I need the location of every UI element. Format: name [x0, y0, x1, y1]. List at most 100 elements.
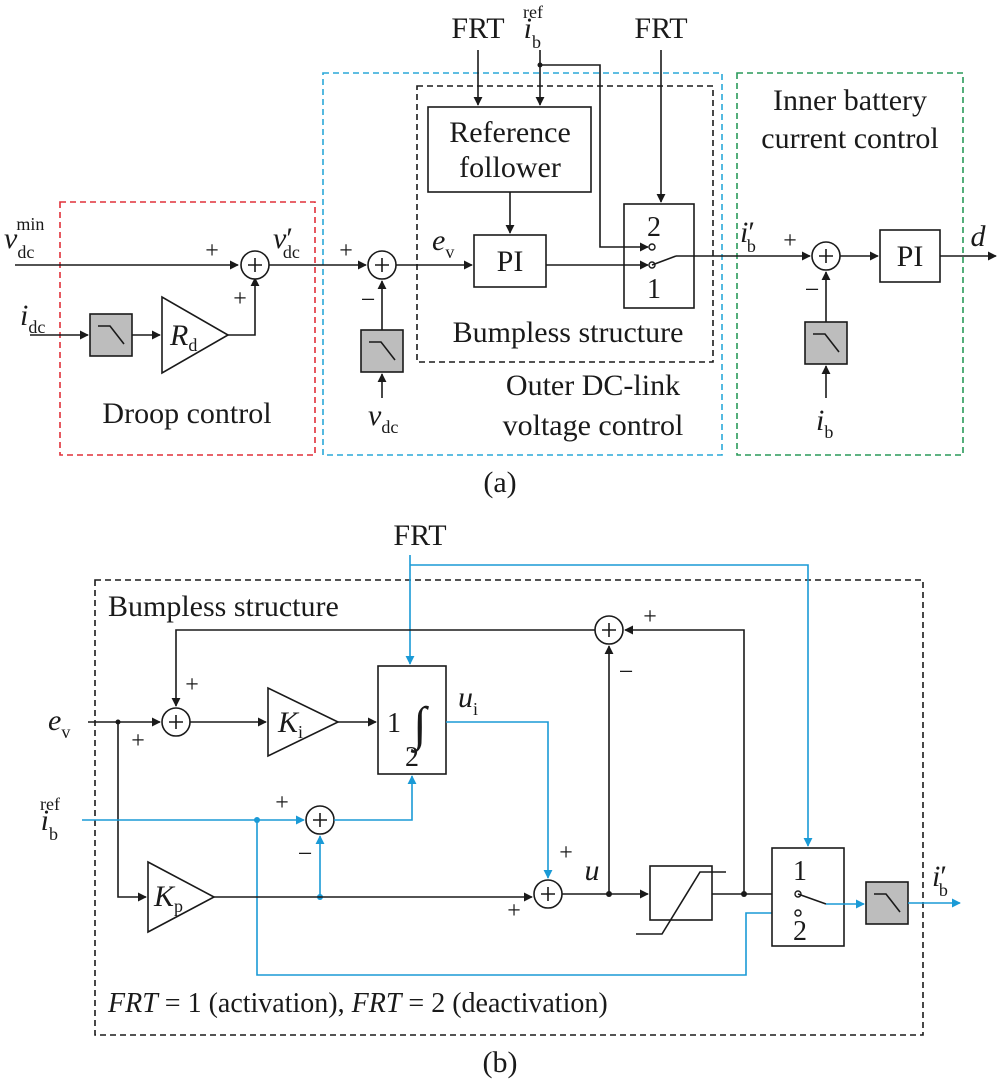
sum3-plus-left: +	[783, 228, 797, 254]
diagram-a: Droop control Outer DC-link voltage cont…	[4, 2, 997, 499]
ib-ref-label-a: ibref	[523, 2, 543, 52]
sum2-minus: −	[361, 285, 376, 314]
wire-frt-to-switch-b	[410, 564, 813, 847]
wire-ibref-to-switch-b	[256, 820, 794, 976]
outer-region-title-line2: voltage control	[503, 409, 684, 442]
wire-sumD-to-sumA	[171, 629, 595, 707]
switch-b-pos2: 2	[793, 916, 807, 947]
sumA-cross	[169, 715, 183, 729]
diagram-b: Bumpless structure FRT ev + + Ki 1 ∫ 2 u…	[40, 519, 961, 1079]
sumB-plus-left: +	[275, 790, 289, 816]
filter-glyph-b	[874, 893, 901, 913]
sum1-plus-left: +	[205, 238, 219, 264]
ib-prime-label-b: i′b	[932, 860, 948, 900]
integrator-in2: 2	[405, 742, 419, 773]
switch-b-contact2	[794, 909, 802, 917]
sumD-minus: −	[619, 657, 634, 686]
rd-label: Rd	[169, 319, 197, 355]
switch-a-pos1: 1	[647, 274, 661, 305]
ib-prime-label-a: i′b	[740, 216, 756, 256]
inner-region-title-line2: current control	[761, 122, 938, 155]
pi-inner-label: PI	[897, 240, 924, 273]
junction-ibref	[537, 62, 543, 68]
saturation-glyph	[636, 871, 726, 935]
idc-label: idc	[20, 299, 45, 337]
bumpless-region-b-border	[94, 579, 924, 1036]
integrator-in1: 1	[387, 708, 401, 739]
low-pass-filter-icon	[804, 321, 848, 365]
rd-gain-block	[161, 295, 230, 375]
frt-label-b: FRT	[393, 519, 446, 552]
outer-region-border	[322, 72, 723, 456]
low-pass-filter-icon	[89, 313, 133, 357]
switch-b-pos1: 1	[793, 856, 807, 887]
bumpless-region-border	[416, 85, 714, 363]
caption-b: (b)	[483, 1046, 518, 1079]
wire-ibref-to-switch	[540, 64, 649, 252]
kp-gain-block	[147, 860, 216, 934]
sumA-plus-left: +	[131, 728, 145, 754]
sumB-minus: −	[298, 839, 313, 868]
sumC-plus-left: +	[507, 898, 521, 924]
switch-a-lever	[651, 255, 677, 266]
sum3-cross	[819, 249, 833, 263]
reference-follower-line1: Reference	[449, 116, 571, 149]
ui-label: ui	[458, 681, 478, 719]
sumD-plus: +	[643, 604, 657, 630]
switch-b-lever	[797, 893, 827, 905]
filter-glyph-3	[813, 333, 840, 353]
d-label: d	[971, 220, 987, 253]
ib-ref-label-b: ibref	[40, 794, 60, 844]
integrator-symbol: ∫	[410, 698, 429, 753]
sum1-plus-bottom: +	[233, 286, 247, 312]
sumC-cross	[541, 887, 555, 901]
pi-outer-block	[473, 234, 547, 288]
frt-left-label: FRT	[451, 12, 504, 45]
sumD-cross	[602, 623, 616, 637]
sumB-cross	[313, 813, 327, 827]
vdc-min-label: vdcmin	[4, 214, 44, 262]
droop-region-border	[59, 201, 316, 456]
outer-region-title-line1: Outer DC-link	[506, 369, 680, 402]
sumA-plus-top: +	[185, 672, 199, 698]
bumpless-region-title: Bumpless structure	[453, 316, 684, 349]
ki-label: Ki	[277, 706, 303, 742]
droop-region-title: Droop control	[102, 397, 271, 430]
wire-rd-to-sum	[228, 277, 260, 336]
sum2-plus-left: +	[339, 238, 353, 264]
switch-a-pos2: 2	[647, 212, 661, 243]
inner-region-title-line1: Inner battery	[773, 84, 927, 117]
caption-a: (a)	[483, 466, 516, 499]
saturation-icon	[649, 865, 713, 921]
sum2-cross	[375, 258, 389, 272]
bumpless-title-b: Bumpless structure	[108, 590, 339, 623]
frt-right-label: FRT	[634, 12, 687, 45]
ib-label-a: ib	[816, 404, 833, 442]
wire-ev-down-to-kp	[117, 722, 147, 902]
sum1-cross	[248, 258, 262, 272]
kp-label: Kp	[153, 880, 183, 916]
pi-outer-label: PI	[497, 245, 524, 278]
filter-glyph-1	[98, 325, 125, 345]
integrator-block	[377, 665, 447, 775]
reference-follower-line2: follower	[459, 151, 561, 184]
filter-glyph-2	[369, 341, 396, 361]
ki-gain-block	[267, 686, 340, 758]
wire-ui-to-sum-out	[446, 721, 553, 879]
sumC-plus-top: +	[559, 840, 573, 866]
low-pass-filter-icon	[865, 881, 909, 925]
ev-label-a: ev	[432, 224, 454, 262]
reference-follower-block	[427, 106, 592, 193]
inner-region-border	[736, 72, 964, 456]
wire-sumB-to-integrator	[334, 775, 417, 821]
u-label: u	[585, 854, 600, 887]
junction-ev	[115, 719, 121, 725]
low-pass-filter-icon	[360, 329, 404, 373]
frt-note: FRT = 1 (activation), FRT = 2 (deactivat…	[107, 988, 608, 1019]
sum3-minus: −	[805, 275, 820, 304]
switch-a-contact2	[648, 243, 656, 251]
wire-satout-to-sumD	[624, 625, 745, 894]
vdc-prime-label: v′dc	[273, 222, 300, 262]
ev-label-b: ev	[48, 704, 70, 742]
